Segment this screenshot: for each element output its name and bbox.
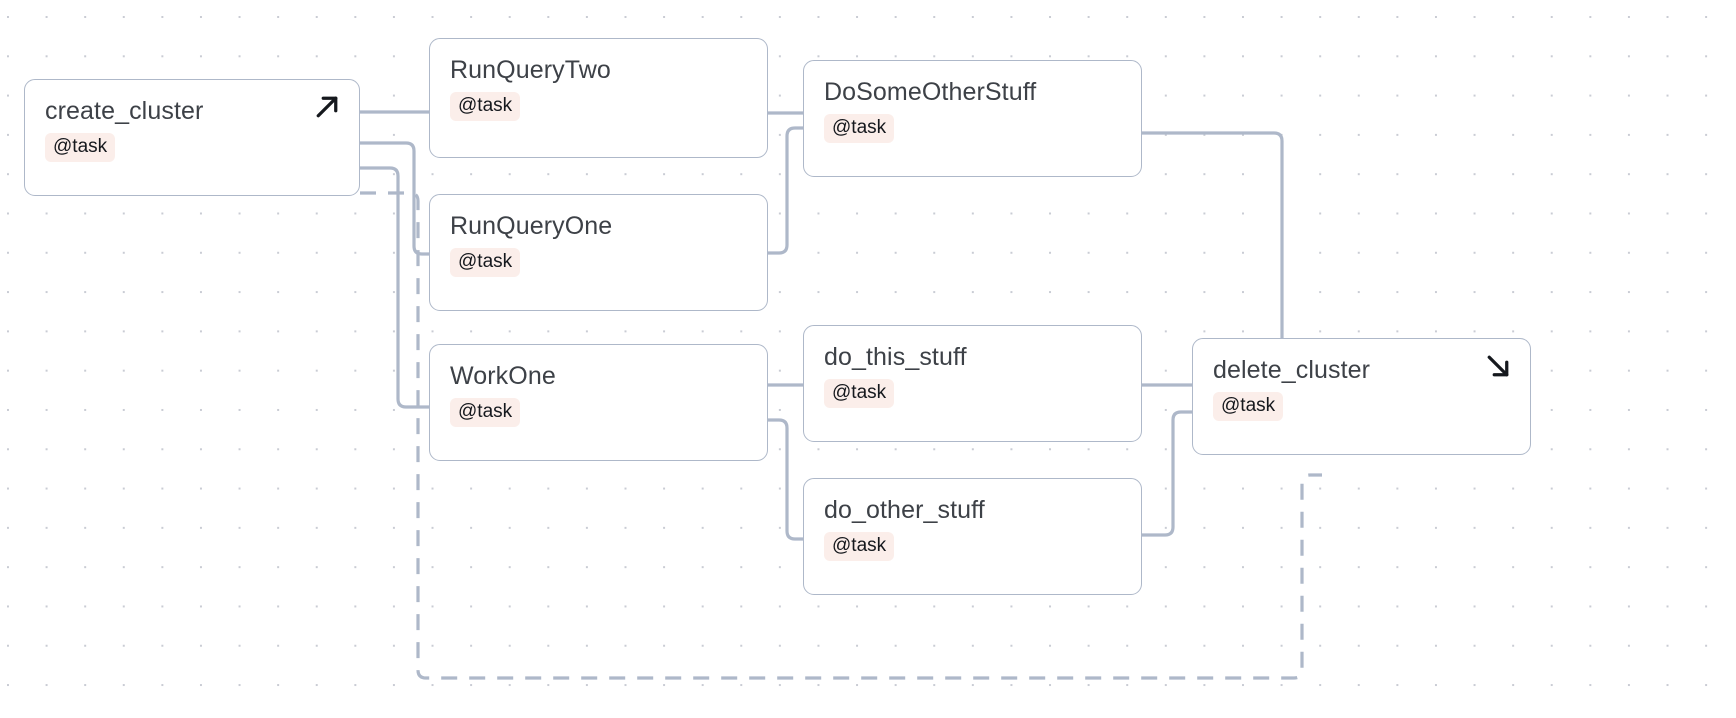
node-WorkOne[interactable]: WorkOne @task — [429, 344, 768, 461]
node-title: RunQueryOne — [450, 212, 613, 240]
edge-RunQueryOne-to-DoSomeOtherStuff[interactable] — [768, 126, 803, 255]
node-title: do_other_stuff — [824, 496, 985, 524]
edge-WorkOne-to-do_other_stuff[interactable] — [768, 418, 803, 541]
node-title: DoSomeOtherStuff — [824, 78, 1037, 106]
arrow-up-right-icon[interactable] — [312, 92, 342, 122]
node-RunQueryOne[interactable]: RunQueryOne @task — [429, 194, 768, 311]
node-type-badge: @task — [824, 114, 895, 143]
node-title: do_this_stuff — [824, 343, 967, 371]
node-type-badge: @task — [450, 92, 521, 121]
node-type-badge: @task — [1213, 392, 1284, 421]
edge-create_cluster-to-RunQueryOne[interactable] — [360, 141, 429, 256]
arrow-down-right-icon[interactable] — [1483, 351, 1513, 381]
node-title: delete_cluster — [1213, 356, 1371, 384]
node-type-badge: @task — [824, 379, 895, 408]
node-create_cluster[interactable]: create_cluster @task — [24, 79, 360, 196]
node-title: RunQueryTwo — [450, 56, 611, 84]
node-title: WorkOne — [450, 362, 556, 390]
node-DoSomeOtherStuff[interactable]: DoSomeOtherStuff @task — [803, 60, 1142, 177]
node-type-badge: @task — [45, 133, 116, 162]
node-title: create_cluster — [45, 97, 204, 125]
node-RunQueryTwo[interactable]: RunQueryTwo @task — [429, 38, 768, 158]
node-delete_cluster[interactable]: delete_cluster @task — [1192, 338, 1531, 455]
edge-do_other_stuff-to-delete_cluster[interactable] — [1142, 410, 1192, 537]
node-type-badge: @task — [824, 532, 895, 561]
node-do_other_stuff[interactable]: do_other_stuff @task — [803, 478, 1142, 595]
edge-create_cluster-to-WorkOne[interactable] — [360, 166, 429, 409]
node-do_this_stuff[interactable]: do_this_stuff @task — [803, 325, 1142, 442]
node-type-badge: @task — [450, 398, 521, 427]
node-type-badge: @task — [450, 248, 521, 277]
